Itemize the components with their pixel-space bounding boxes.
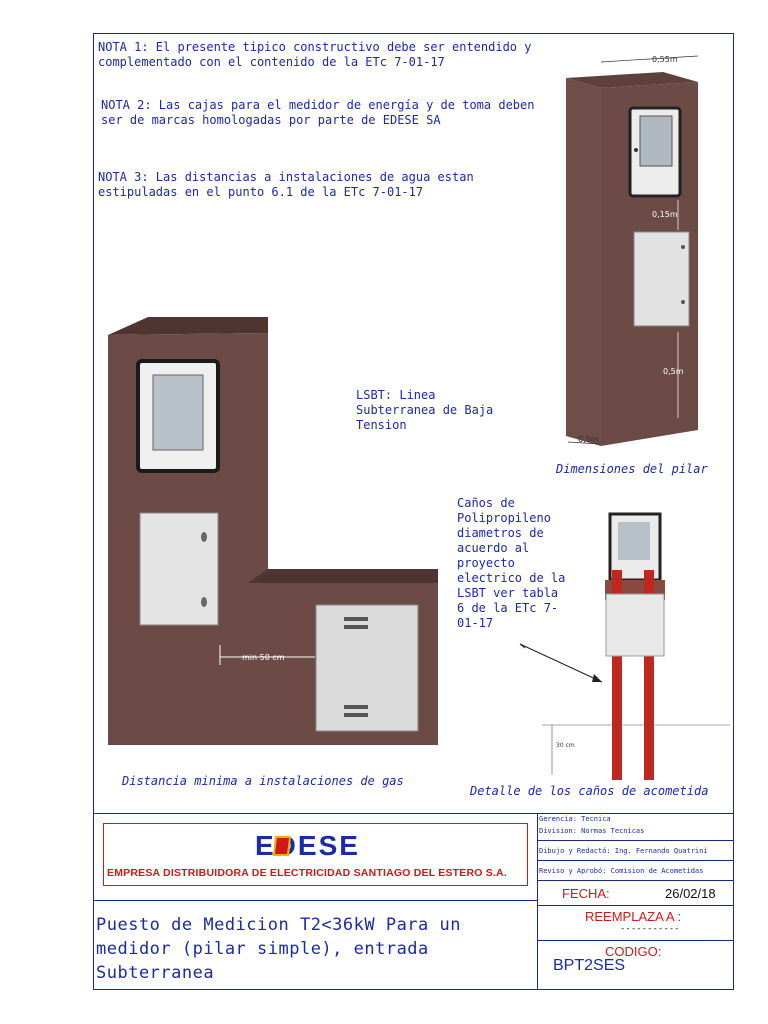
meter-window (639, 115, 673, 167)
division: Division: Normas Tecnicas (539, 827, 645, 835)
pipe-detail-drawing (519, 512, 730, 780)
codigo-value: BPT2SES (553, 957, 626, 974)
pipe-2 (644, 570, 654, 780)
gas-distance-drawing (108, 317, 438, 745)
tall-pillar-top (108, 317, 268, 335)
company-name: EMPRESA DISTRIBUIDORA DE ELECTRICIDAD SA… (107, 867, 507, 879)
pipe-1 (612, 570, 622, 780)
pillar-dimensions-drawing (566, 55, 699, 446)
tb-line-5 (537, 940, 734, 941)
titleblock-divider (537, 813, 538, 990)
tb-line-1 (537, 840, 734, 841)
tb-line-left (93, 900, 537, 901)
tb-line-3 (537, 880, 734, 881)
label-canos: Caños de Polipropileno diametros de acue… (457, 496, 566, 630)
fecha-label: FECHA: (562, 886, 610, 901)
logo-frame (103, 823, 528, 886)
gas-cabinet (315, 604, 419, 732)
titleblock-top-line (93, 813, 734, 814)
caption-pilar: Dimensiones del pilar (556, 462, 708, 476)
tb-line-2 (537, 860, 734, 861)
note-1: NOTA 1: El presente tipico constructivo … (98, 40, 532, 69)
edese-logo: EDESE (255, 830, 360, 861)
caption-canos: Detalle de los caños de acometida (470, 784, 709, 798)
drawing-sheet (93, 33, 734, 990)
dim-gap-015: 0,15m (652, 210, 678, 219)
reemplaza-value: ----------- (620, 924, 680, 934)
drawing-title: Puesto de Medicion T2<36kW Para un medid… (96, 915, 461, 983)
socket-box-small (605, 593, 665, 657)
socket-box-large (139, 512, 219, 626)
label-lsbt: LSBT: Linea Subterranea de Baja Tension (356, 388, 494, 432)
meter-window-large (152, 374, 204, 451)
dim-height-05: 0,5m (663, 367, 684, 376)
gerencia: Gerencia: Tecnica (539, 815, 611, 823)
fecha-value: 26/02/18 (665, 886, 716, 901)
dim-width-055: 0,55m (652, 55, 678, 64)
tb-line-4 (537, 905, 734, 906)
dibujo: Dibujo y Redactó: Ing. Fernando Quatrini (539, 847, 708, 855)
note-2: NOTA 2: Las cajas para el medidor de ene… (101, 98, 535, 127)
note-3: NOTA 3: Las distancias a instalaciones d… (98, 170, 474, 199)
reviso: Reviso y Aprobó: Comision de Acometidas (539, 867, 704, 875)
caption-gas: Distancia minima a instalaciones de gas (122, 774, 404, 788)
reemplaza-label: REEMPLAZA A : (585, 909, 682, 924)
logo-bolt-icon (273, 836, 291, 856)
dim-depth-30: 30 cm (556, 742, 575, 749)
dim-min-gas: min 50 cm (242, 653, 285, 662)
pillar-left-face (566, 78, 601, 446)
short-block-top (248, 569, 438, 583)
codigo-label: CODIGO: (605, 944, 662, 959)
socket-box (633, 231, 690, 327)
pillar-top-face (566, 72, 698, 88)
dim-depth-05: 0,5m (578, 435, 599, 444)
